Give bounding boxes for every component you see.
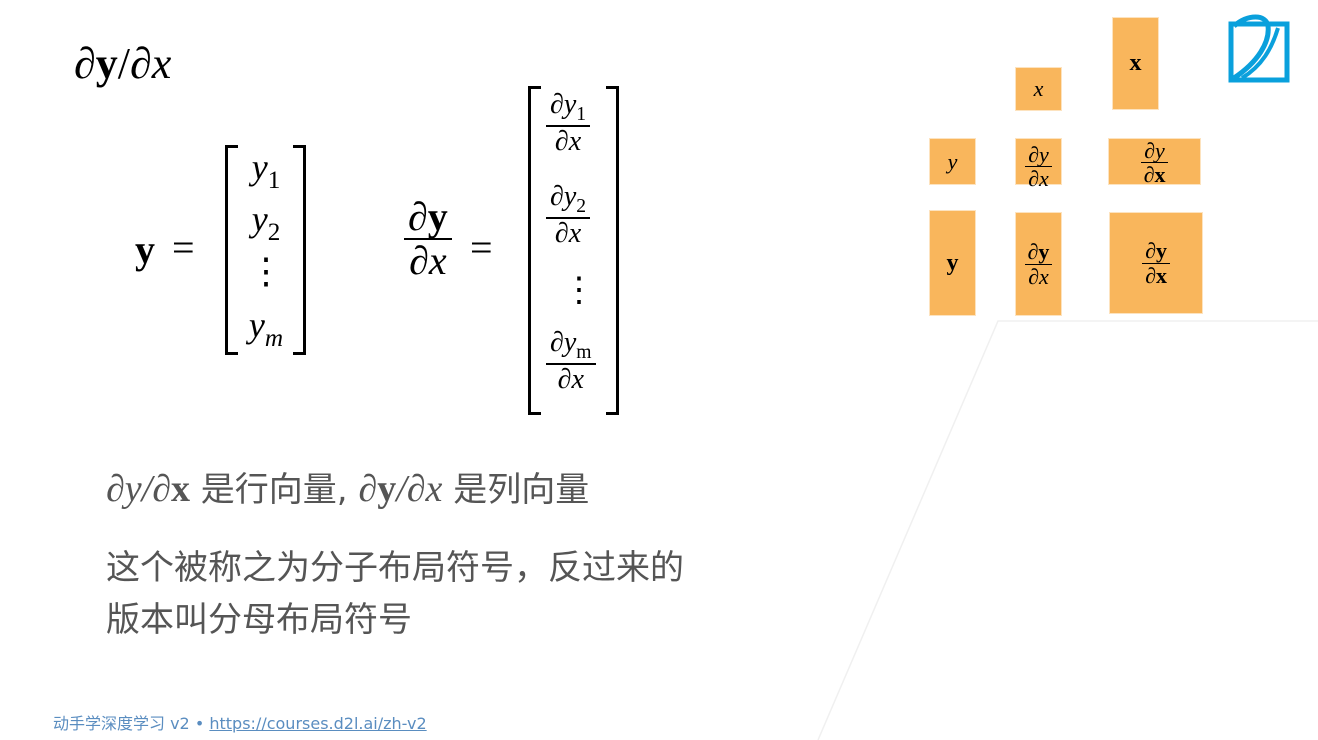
course-link[interactable]: https://courses.d2l.ai/zh-v2: [209, 714, 427, 733]
cell-vector-vector: ∂y∂x: [1109, 212, 1203, 314]
right-bracket: [606, 86, 619, 415]
footer: 动手学深度学习 v2 • https://courses.d2l.ai/zh-v…: [53, 710, 427, 734]
row-header-vector-y: y: [929, 210, 976, 316]
left-bracket: [528, 86, 541, 415]
eq2-equals: =: [470, 225, 493, 270]
col-header-scalar-x: x: [1015, 67, 1062, 111]
left-bracket: [225, 145, 238, 355]
layout-notation-explanation: 这个被称之为分子布局符号，反过来的 版本叫分母布局符号: [106, 548, 684, 640]
page-title: ∂y/∂x: [74, 39, 172, 88]
right-bracket: [293, 145, 306, 355]
vector-ellipsis: ⋮: [248, 251, 284, 291]
derivative-entry: ∂y1∂x: [546, 90, 591, 157]
vector-entry: ym: [248, 305, 284, 352]
derivative-entry: ∂ym∂x: [546, 328, 596, 395]
eq1-lhs: y: [135, 227, 155, 272]
row-header-scalar-y: y: [929, 138, 976, 185]
col-header-vector-x: x: [1112, 17, 1159, 110]
vector-entry: y1: [251, 147, 281, 194]
eq1-equals: =: [172, 225, 195, 270]
eq2-lhs-fraction: ∂y ∂x: [404, 196, 452, 282]
cell-scalar-scalar: ∂y∂x: [1015, 138, 1062, 190]
row-column-vector-statement: ∂y/∂x 是行向量, ∂y/∂x 是列向量: [106, 468, 590, 510]
cell-vector-scalar: ∂y∂x: [1015, 212, 1062, 316]
footer-label: 动手学深度学习 v2 •: [53, 714, 210, 733]
d2l-logo-icon: [1228, 14, 1290, 83]
cell-scalar-vector: ∂y∂x: [1108, 138, 1201, 186]
vector-entry: y2: [251, 199, 281, 246]
derivative-entry: ∂y2∂x: [546, 182, 591, 249]
derivative-ellipsis: ⋮: [562, 272, 596, 309]
